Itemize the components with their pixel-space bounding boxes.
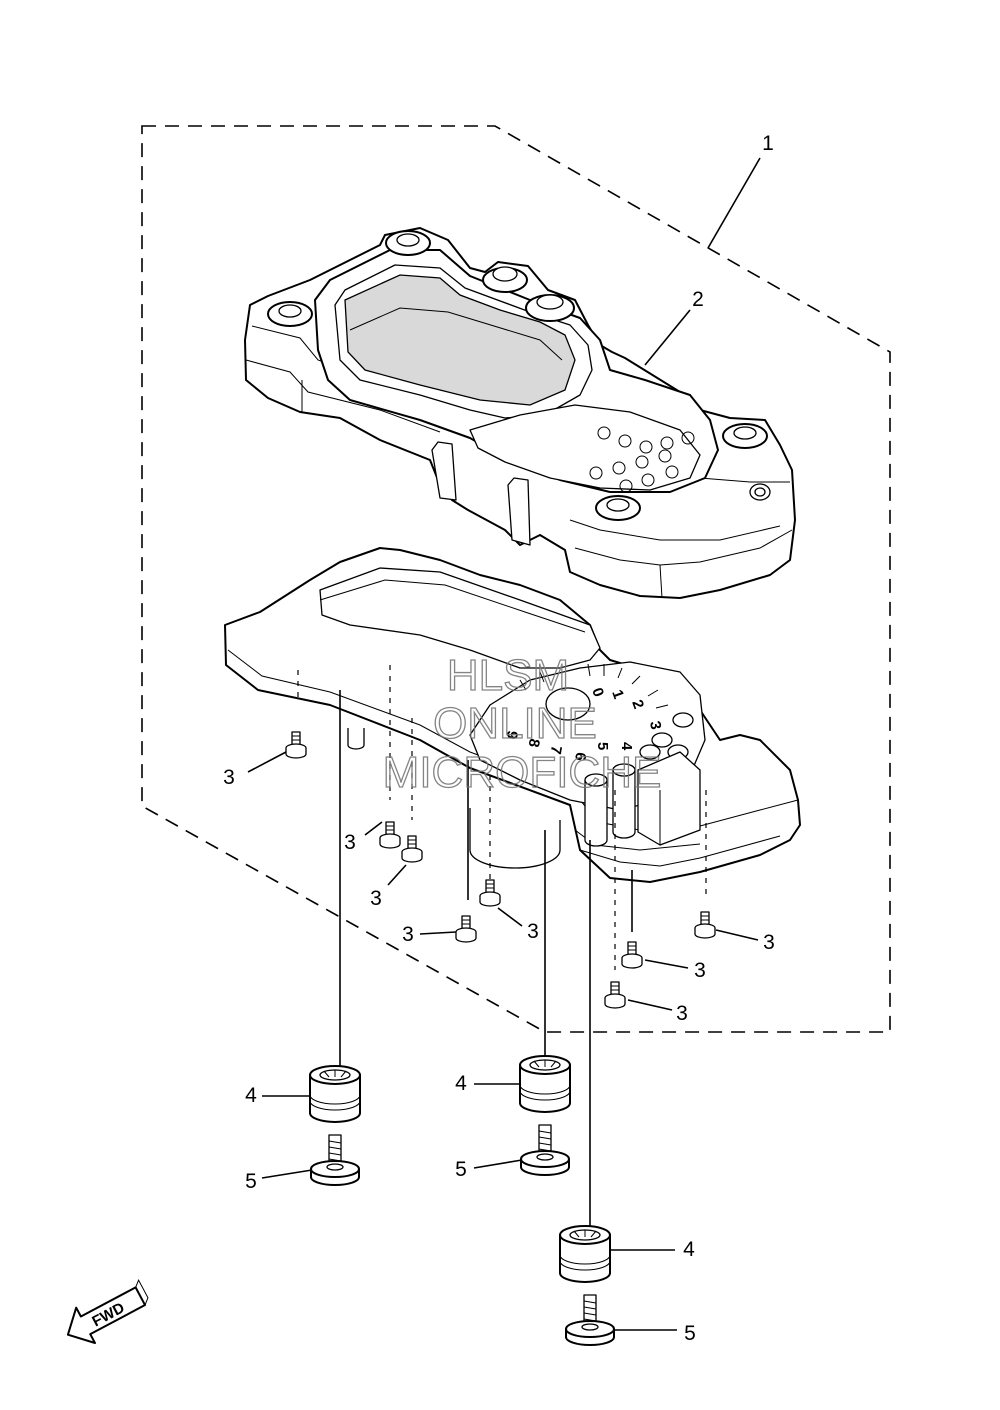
watermark: HLSM ONLINE MICROFICHE (382, 650, 662, 797)
callout-4-a: 4 (245, 1084, 257, 1107)
dial-number-3: 3 (646, 720, 664, 731)
callout-5-b: 5 (455, 1158, 467, 1181)
leader-lines (247, 157, 761, 1331)
assembly-boundary (141, 125, 891, 1033)
callout-2: 2 (692, 288, 704, 311)
fwd-arrow-icon: FWD (66, 1278, 149, 1344)
callout-3-a: 3 (223, 766, 235, 789)
meter-cover-part-2 (244, 227, 796, 599)
dial-number-7: 7 (547, 744, 565, 755)
callout-3-g: 3 (694, 959, 706, 982)
watermark-line-3: MICROFICHE (383, 748, 662, 797)
callout-3-d: 3 (402, 923, 414, 946)
callout-3-c: 3 (370, 887, 382, 910)
meter-lower-body: 0 1 2 3 4 5 6 7 8 9 (224, 547, 801, 883)
dial-number-6: 6 (571, 752, 589, 762)
watermark-line-2: ONLINE (433, 699, 597, 748)
callout-3-f: 3 (763, 931, 775, 954)
dial-number-5: 5 (594, 742, 611, 750)
callout-4-b: 4 (455, 1072, 467, 1095)
alignment-lines (297, 665, 707, 1240)
watermark-line-1: HLSM (447, 651, 569, 700)
dial-number-4: 4 (618, 742, 635, 751)
callout-1: 1 (762, 132, 774, 155)
callout-4-c: 4 (683, 1238, 695, 1261)
callout-5-a: 5 (245, 1170, 257, 1193)
dial-number-8: 8 (525, 737, 543, 748)
callout-3-h: 3 (676, 1002, 688, 1025)
callout-5-c: 5 (684, 1322, 696, 1345)
dial-number-9: 9 (503, 729, 521, 740)
callout-3-e: 3 (527, 920, 539, 943)
callout-3-b: 3 (344, 831, 356, 854)
